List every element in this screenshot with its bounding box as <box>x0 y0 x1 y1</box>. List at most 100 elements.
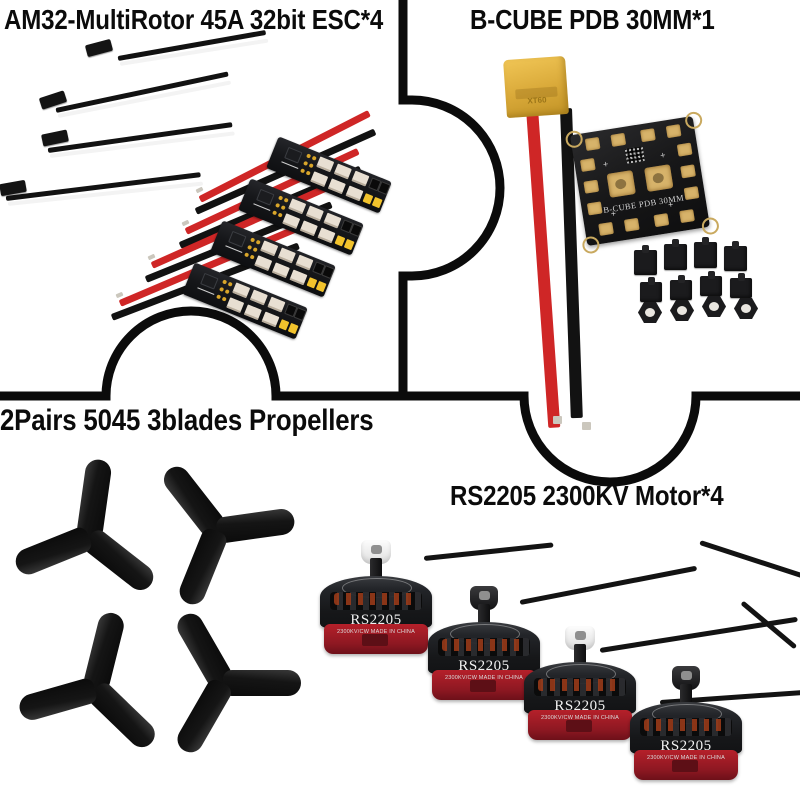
motor-windings <box>334 593 418 605</box>
pdb-main-pad-negative <box>644 164 674 192</box>
esc-signal-wire <box>57 80 232 118</box>
esc-mosfet <box>323 212 342 229</box>
nylon-standoff-tall <box>634 245 657 275</box>
section-title-propellers: 2Pairs 5045 3blades Propellers <box>0 404 374 437</box>
esc-capacitor <box>349 223 363 238</box>
pdb-pad <box>579 157 596 172</box>
pdb-pad <box>676 142 693 157</box>
esc-capacitor <box>321 265 335 280</box>
propeller <box>4 452 174 622</box>
esc-mosfet <box>289 269 308 286</box>
pdb-pad <box>623 217 640 232</box>
esc-capacitor <box>293 307 307 322</box>
xt60-connector: XT60 <box>503 55 569 119</box>
esc-mosfet <box>299 220 318 237</box>
esc-pin-pad <box>222 279 228 285</box>
esc-pin-pad <box>219 286 225 293</box>
esc-mosfet <box>267 296 286 313</box>
esc-mosfet <box>351 170 370 187</box>
nylon-hex-nut <box>638 302 662 323</box>
pdb-pad <box>640 128 656 143</box>
esc-mosfet <box>282 213 301 230</box>
motor-spec-label: 2300KV/CW MADE IN CHINA <box>337 629 415 635</box>
esc-mosfet <box>316 156 335 173</box>
esc-pin-pad <box>247 244 253 251</box>
esc-mosfet <box>254 255 273 272</box>
esc-mosfet <box>271 262 290 279</box>
esc-mcu-chip <box>228 230 247 248</box>
motor: RS2205 2300KV/CW MADE IN CHINA <box>320 540 432 658</box>
pdb-pad <box>680 164 696 179</box>
esc-wire-tip <box>195 186 204 194</box>
nylon-standoff-tall <box>724 241 747 271</box>
propeller-blade <box>16 676 99 723</box>
esc-pin-pad <box>306 153 312 159</box>
motor-base-slot <box>672 760 698 772</box>
pdb-wire-tip <box>582 422 591 430</box>
esc-pin-pad <box>303 160 309 167</box>
propeller-blade <box>175 526 230 609</box>
pdb-pad <box>653 213 670 228</box>
section-title-motors: RS2205 2300KV Motor*4 <box>450 480 724 511</box>
esc-pin-pad <box>305 170 311 176</box>
esc-pin-pad <box>272 210 278 216</box>
motor-windings <box>538 679 622 691</box>
propeller-blade <box>76 457 113 539</box>
nylon-standoff-tall <box>694 237 717 268</box>
esc-pin-pad <box>216 294 222 300</box>
motor-model-label: RS2205 <box>350 612 402 628</box>
nylon-standoff-short <box>670 275 692 300</box>
esc-mosfet <box>333 163 352 180</box>
motor-spec-label: 2300KV/CW MADE IN CHINA <box>541 715 619 721</box>
section-title-esc: AM32-MultiRotor 45A 32bit ESC*4 <box>4 4 384 35</box>
pdb-pad <box>665 124 682 139</box>
esc-mosfet <box>232 282 251 299</box>
esc-mosfet <box>260 240 279 257</box>
esc-pin-pad <box>311 155 317 161</box>
propeller <box>132 446 302 616</box>
propeller <box>10 604 180 774</box>
esc-mcu-chip <box>200 272 219 290</box>
pdb-qr-code <box>624 146 645 164</box>
motor-spec-label: 2300KV/CW MADE IN CHINA <box>647 755 725 761</box>
esc-mosfet <box>317 227 336 244</box>
pdb-pad <box>598 221 614 236</box>
motor-windings <box>644 719 728 731</box>
esc-pin-pad <box>224 289 230 295</box>
esc-pin-pad <box>283 197 289 203</box>
esc-pin-pad <box>244 252 250 258</box>
esc-capacitor <box>315 280 327 293</box>
esc-product-group <box>0 0 400 392</box>
esc-pin-pad <box>221 296 227 302</box>
motor-spec-label: 2300KV/CW MADE IN CHINA <box>445 675 523 681</box>
esc-capacitor <box>377 181 391 196</box>
esc-mosfet <box>327 178 346 195</box>
motor-phase-wire <box>519 565 698 605</box>
pdb-product-group <box>410 0 800 440</box>
nylon-standoff-short <box>730 273 752 298</box>
motor-base-slot <box>470 680 496 692</box>
motor-model-label: RS2205 <box>554 698 606 714</box>
esc-mosfet <box>288 198 307 215</box>
pdb-pad <box>583 179 600 194</box>
pdb-pad <box>584 136 601 151</box>
esc-capacitor <box>287 322 299 335</box>
esc-mosfet <box>295 254 314 271</box>
esc-pin-pad <box>249 254 255 260</box>
motor: RS2205 2300KV/CW MADE IN CHINA <box>630 666 742 784</box>
esc-pin-pad <box>308 163 314 169</box>
motor-phase-wire <box>423 542 554 561</box>
esc-pin-pad <box>300 168 306 174</box>
esc-servo-connector <box>84 38 114 58</box>
esc-pin-pad <box>255 239 261 245</box>
esc-mosfet <box>305 205 324 222</box>
motor-model-label: RS2205 <box>458 658 510 674</box>
esc-mosfet <box>226 297 245 314</box>
pdb-pad <box>610 132 627 147</box>
nylon-standoff-tall <box>664 239 687 270</box>
pdb-main-pad-positive <box>606 170 636 198</box>
esc-mosfet <box>277 247 296 264</box>
propeller-blade <box>223 670 301 696</box>
motor-model-label: RS2205 <box>660 738 712 754</box>
